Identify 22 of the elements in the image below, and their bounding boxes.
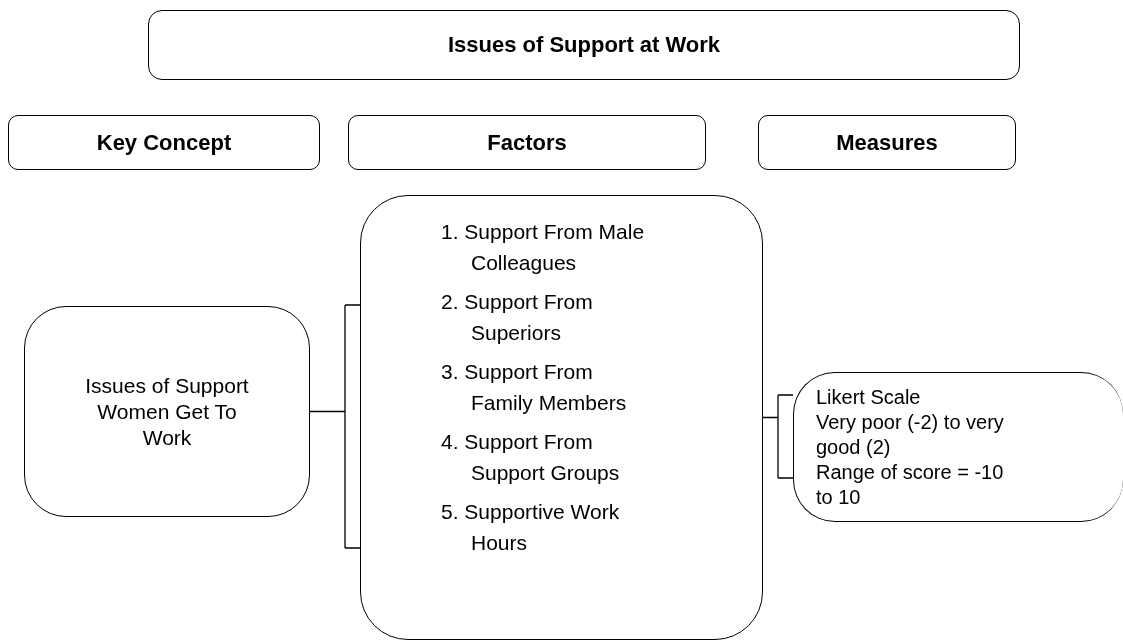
list-item: 3. Support From Family Members: [441, 359, 628, 416]
body-text: Issues of Support Women Get To Work: [84, 372, 250, 451]
measures-box: [793, 372, 1123, 522]
list-item: 2. Support From Superiors: [441, 289, 594, 346]
concept-box: [24, 306, 310, 517]
heading: Issues of Support at Work: [447, 32, 721, 58]
title-box: [148, 10, 1020, 80]
heading: Factors: [487, 129, 567, 156]
header-box: [758, 115, 1016, 170]
list-item: 5. Supportive Work Hours: [441, 499, 621, 556]
header-box: [348, 115, 706, 170]
body-text: Likert Scale: [816, 384, 922, 410]
heading: Key Concept: [96, 129, 232, 156]
list-item: 4. Support From Support Groups: [441, 429, 621, 486]
heading: Measures: [836, 129, 938, 156]
factors-box: [360, 195, 763, 640]
bracket-connector: [309, 304, 361, 549]
list-item: 1. Support From Male Colleagues: [441, 219, 646, 276]
bracket-connector: [762, 394, 794, 479]
body-text: Very poor (-2) to very good (2): [816, 409, 1005, 460]
header-box: [8, 115, 320, 170]
body-text: Range of score = -10 to 10: [816, 459, 1005, 510]
